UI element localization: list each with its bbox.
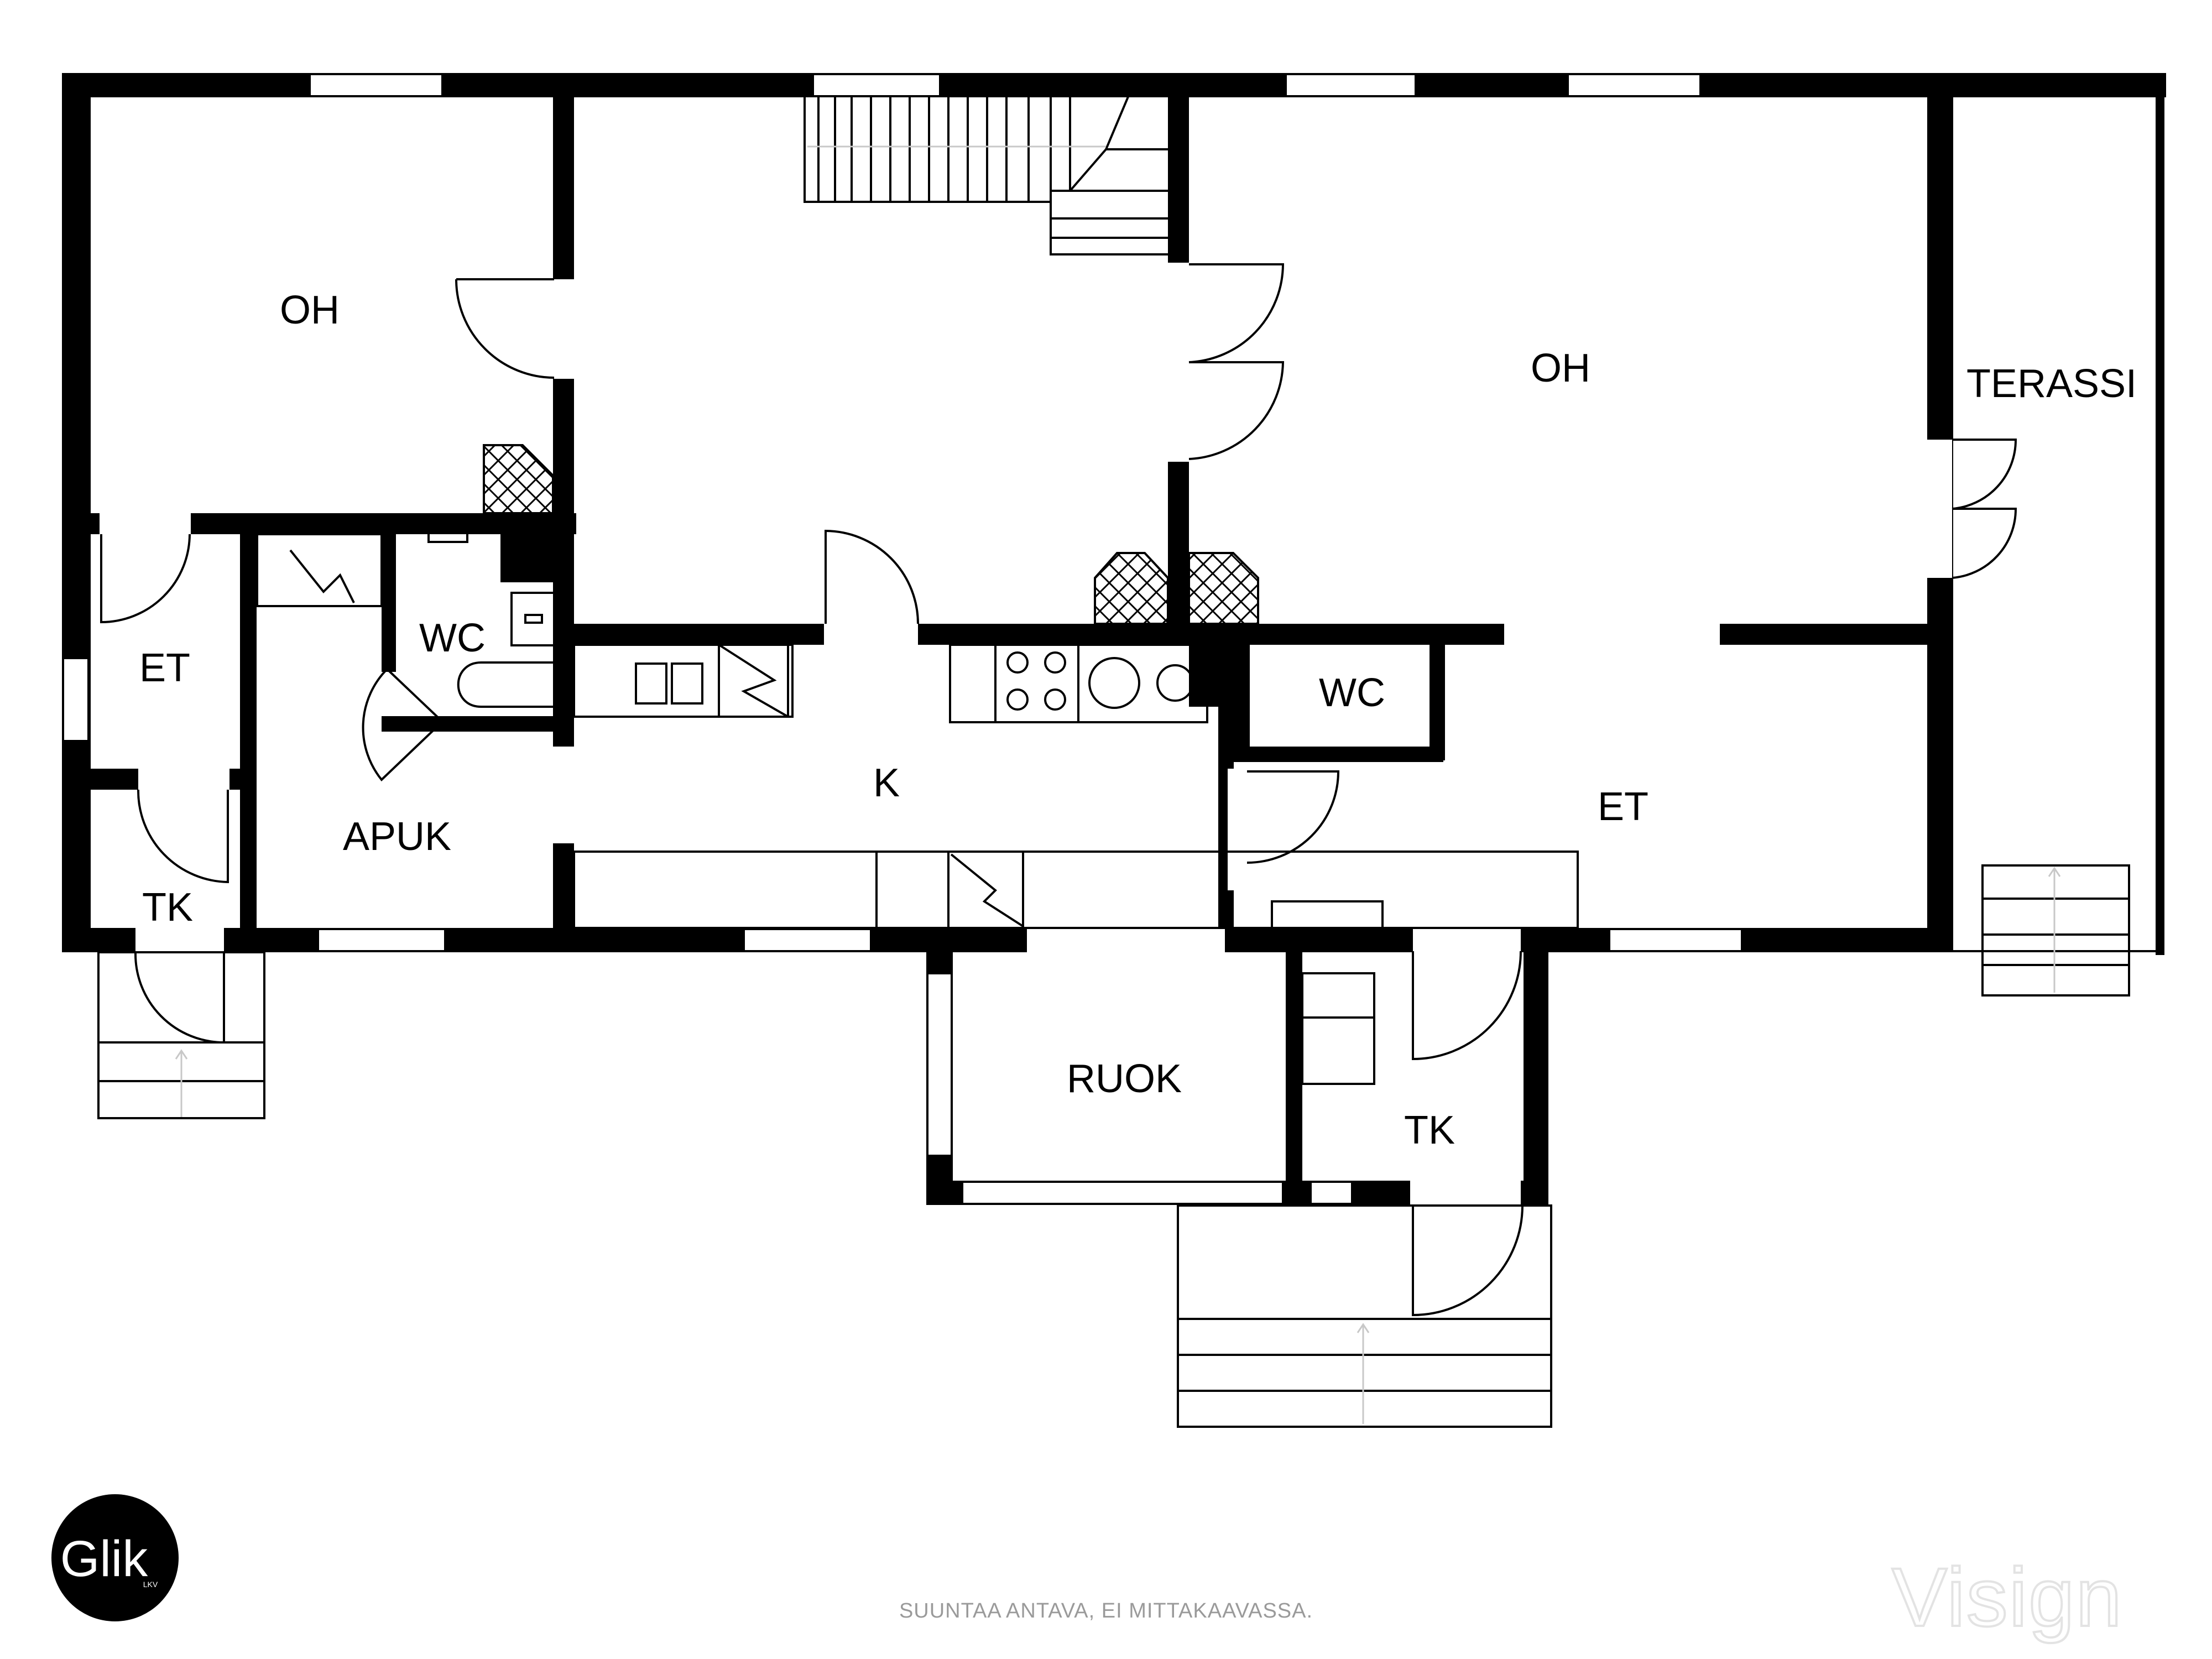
logo-sub-text: LKV [143,1580,158,1589]
kitchen-fixtures [573,644,1579,929]
room-labels: OH OH TERASSI ET WC APUK TK K WC ET RUOK… [139,288,2137,1152]
entry-stairs [97,864,2130,1428]
room-label-wc-left: WC [419,616,486,660]
room-label-tk-bottom: TK [1404,1108,1455,1152]
fireplaces [483,444,1259,625]
room-label-ruok: RUOK [1067,1057,1182,1101]
room-label-apuk: APUK [343,815,451,859]
room-label-wc-right: WC [1319,671,1385,715]
room-label-oh-left: OH [280,288,340,332]
visign-watermark: Visign [1892,1551,2123,1644]
walls [62,73,2166,1206]
logo-circle [51,1494,179,1621]
glik-logo: Glik LKV [51,1494,179,1621]
room-label-et-right: ET [1598,785,1648,829]
wc-fixtures [256,530,1384,1085]
room-label-terrace: TERASSI [1966,362,2137,406]
room-label-oh-right: OH [1531,346,1590,390]
stairs-top [804,96,1168,255]
disclaimer-text: SUUNTAA ANTAVA, EI MITTAKAAVASSA. [899,1599,1313,1623]
room-label-tk-left: TK [142,885,193,930]
logo-text: Glik [60,1531,148,1587]
room-label-kitchen: K [873,761,900,805]
room-label-et-left: ET [139,646,190,690]
doors [100,263,2017,1317]
